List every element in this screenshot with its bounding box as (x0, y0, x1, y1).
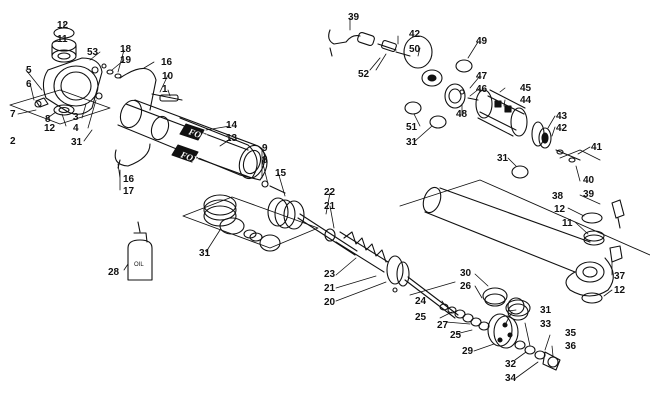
callout-2: 2 (10, 136, 16, 147)
callout-45: 45 (520, 83, 532, 94)
callout-12d: 12 (614, 285, 626, 296)
callout-26: 26 (460, 281, 472, 292)
callout-10: 10 (162, 71, 174, 82)
callout-12b: 12 (44, 123, 56, 134)
callout-12: 12 (57, 20, 69, 31)
callout-51: 51 (406, 122, 418, 133)
callout-13: 13 (226, 133, 238, 144)
callout-11: 11 (57, 34, 68, 45)
callout-29: 29 (462, 346, 474, 357)
callout-12c: 12 (554, 204, 566, 215)
oil-label: OIL (134, 262, 144, 268)
piston-stack (439, 287, 561, 371)
callout-47: 47 (476, 71, 488, 82)
callout-36: 36 (565, 341, 577, 352)
callout-22: 22 (324, 187, 336, 198)
callout-43: 43 (556, 111, 568, 122)
callout-41: 41 (591, 142, 603, 153)
callout-35: 35 (565, 328, 577, 339)
leader-lines (17, 17, 613, 379)
valve-body (475, 89, 581, 179)
callout-31a: 31 (71, 137, 83, 148)
shaft-and-spring (297, 213, 459, 319)
callout-8b: 8 (262, 155, 268, 166)
main-cylinder: FOX FOX (117, 99, 268, 181)
callout-34: 34 (505, 373, 517, 384)
callout-9: 9 (262, 143, 268, 154)
callout-49: 49 (476, 36, 488, 47)
callout-21b: 21 (324, 283, 336, 294)
callout-38: 38 (552, 191, 564, 202)
callout-17: 17 (123, 186, 135, 197)
reservoir-valve-parts (328, 29, 479, 129)
callout-11b: 11 (562, 218, 573, 229)
callout-24: 24 (415, 296, 427, 307)
callout-8: 8 (45, 114, 51, 125)
callout-33: 33 (540, 319, 552, 330)
callout-18: 18 (120, 44, 132, 55)
callout-6: 6 (26, 79, 32, 90)
loose-o-rings (507, 297, 529, 321)
callout-31c: 31 (406, 137, 418, 148)
callout-15: 15 (275, 168, 287, 179)
callout-20: 20 (324, 297, 336, 308)
callout-16a: 16 (161, 57, 173, 68)
callout-37: 37 (614, 271, 626, 282)
callout-3: 3 (73, 112, 79, 123)
callout-1: 1 (162, 84, 168, 95)
callout-28: 28 (108, 267, 120, 278)
callout-40: 40 (583, 175, 595, 186)
callout-50: 50 (409, 44, 421, 55)
end-cap-assembly (34, 27, 103, 116)
callout-32: 32 (505, 359, 517, 370)
callout-16b: 16 (123, 174, 135, 185)
callout-39a: 39 (348, 12, 360, 23)
callout-7: 7 (10, 109, 16, 120)
callout-31e: 31 (540, 305, 552, 316)
callout-42b: 42 (556, 123, 568, 134)
callout-19: 19 (120, 55, 132, 66)
callout-42a: 42 (409, 29, 421, 40)
callout-52: 52 (358, 69, 370, 80)
callout-44: 44 (520, 95, 532, 106)
reservoir-cylinder (422, 186, 625, 304)
seal-stack (203, 180, 305, 252)
hose-and-bolt (114, 67, 183, 169)
callout-39b: 39 (583, 189, 595, 200)
callout-25a: 25 (415, 312, 427, 323)
callout-21a: 21 (324, 201, 336, 212)
callout-31b: 31 (199, 248, 211, 259)
callout-48: 48 (456, 109, 468, 120)
callout-53: 53 (87, 47, 99, 58)
callout-30: 30 (460, 268, 472, 279)
callout-4: 4 (73, 123, 79, 134)
group-brackets (9, 57, 650, 296)
callout-31d: 31 (497, 153, 509, 164)
callout-23: 23 (324, 269, 336, 280)
callout-14: 14 (226, 120, 238, 131)
small-parts-18-19 (101, 63, 122, 79)
oil-bottle: OIL (127, 221, 153, 281)
callout-25b: 25 (450, 330, 462, 341)
callout-27: 27 (437, 320, 449, 331)
callout-46: 46 (476, 84, 488, 95)
callout-5: 5 (26, 65, 32, 76)
